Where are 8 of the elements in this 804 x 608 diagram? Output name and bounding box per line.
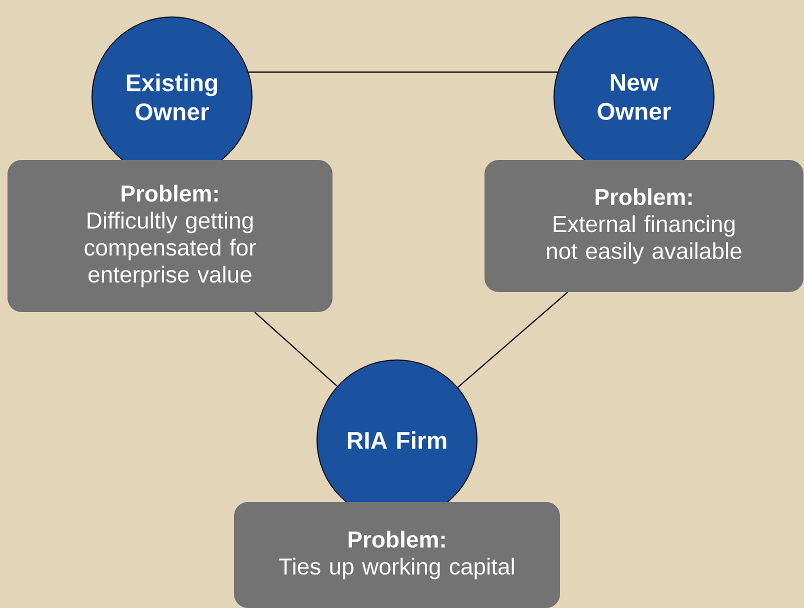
circle-node: RIA Firm (316, 360, 478, 520)
circle-node: New Owner (554, 16, 714, 178)
problem-box: Problem: External financing not easily available (484, 160, 804, 292)
problem-box: Problem: Ties up working capital (234, 502, 560, 608)
connector-line (457, 292, 568, 388)
connector-line (248, 72, 558, 73)
connector-line (254, 312, 338, 387)
problem-box: Problem: Difficultly getting compensated for enterprise value (8, 160, 332, 312)
